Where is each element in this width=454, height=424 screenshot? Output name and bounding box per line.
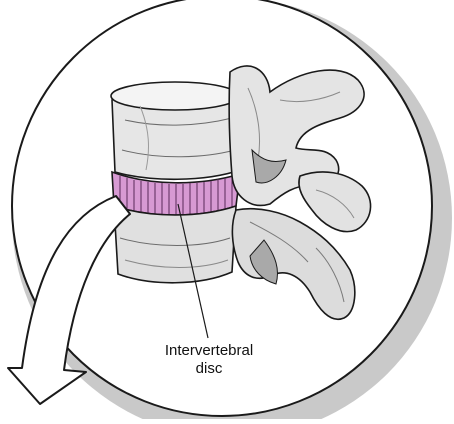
disc-label-line1: Intervertebral <box>134 342 284 360</box>
lower-vertebral-body <box>114 206 236 283</box>
upper-vertebral-body <box>111 82 240 179</box>
disc-label-line2: disc <box>134 360 284 378</box>
disc-label: Intervertebral disc <box>134 342 284 378</box>
